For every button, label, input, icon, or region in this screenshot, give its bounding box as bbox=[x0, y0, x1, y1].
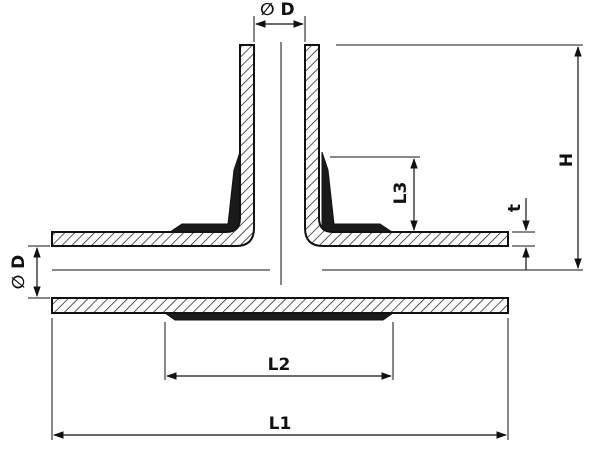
weld-bottom bbox=[163, 312, 395, 321]
weld-right-upper bbox=[321, 151, 393, 241]
bottom-run-wall bbox=[51, 297, 509, 314]
label-socket-length: L3 bbox=[391, 182, 411, 205]
label-branch-diameter: ∅ D bbox=[260, 0, 295, 20]
label-run-diameter: ∅ D bbox=[9, 255, 29, 290]
weld-left-upper bbox=[169, 151, 241, 241]
label-total-length: L1 bbox=[269, 414, 292, 434]
label-wall-thickness: t bbox=[505, 204, 525, 212]
label-weld-length: L2 bbox=[268, 355, 291, 375]
left-branch-wall bbox=[51, 44, 255, 247]
right-branch-wall bbox=[304, 44, 509, 247]
label-height: H bbox=[557, 153, 577, 167]
